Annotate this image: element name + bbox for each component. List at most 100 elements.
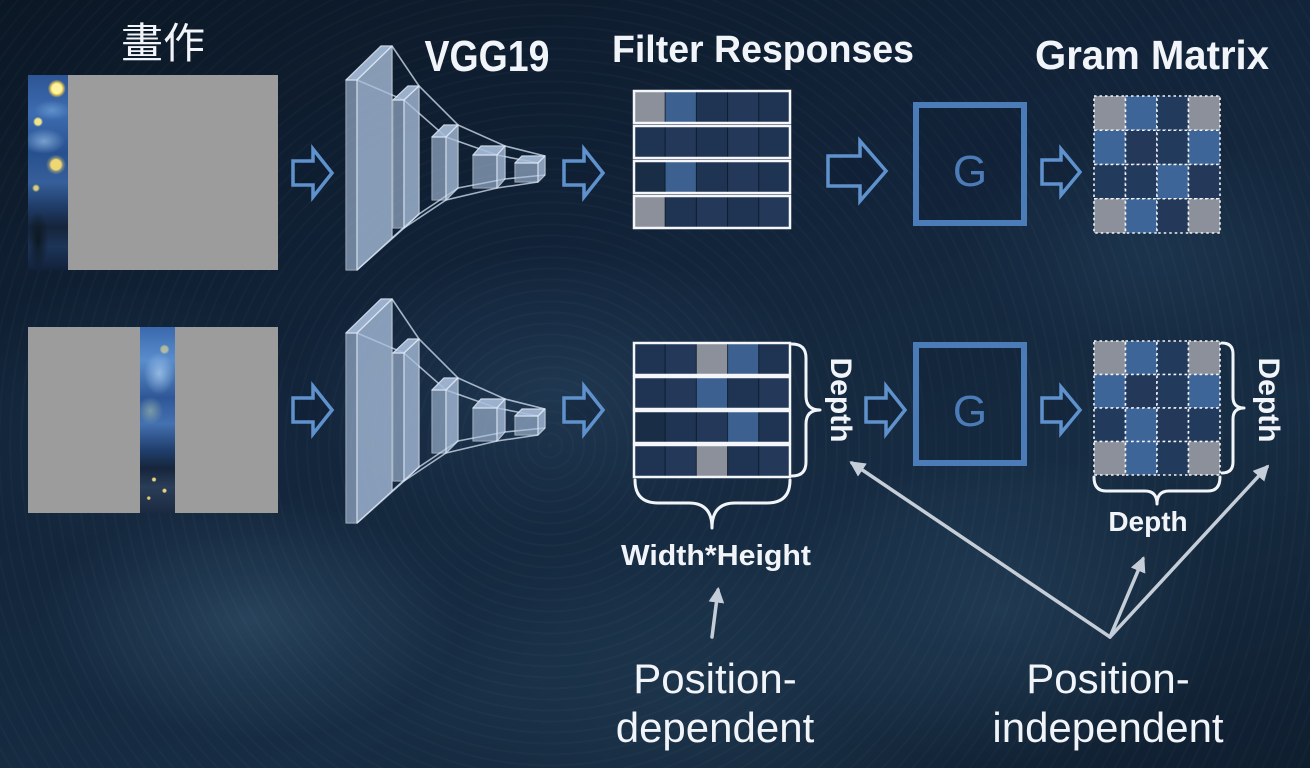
gram-matrix-cell [1187, 373, 1221, 409]
flow-arrow-icon [562, 380, 606, 440]
gram-matrix-cell [1093, 407, 1127, 443]
flow-arrow-icon [562, 143, 606, 203]
gram-matrix-cell [1187, 197, 1221, 234]
filter-response-cell [633, 342, 666, 376]
layer-side-face [496, 398, 506, 442]
gram-matrix-cell [1156, 373, 1190, 409]
filter-response-row [632, 443, 792, 479]
filter-response-cell [633, 444, 666, 478]
gram-operator-box [913, 342, 1027, 466]
layer-side-face [496, 145, 506, 189]
filter-response-cell [695, 90, 729, 124]
gram-operator-bottom: G [913, 342, 1027, 466]
layer-side-face [537, 408, 546, 436]
pointer-arrow-independent-filter [849, 461, 1112, 639]
position-dependent-line-1: Position- [633, 655, 796, 702]
starry-night-strip-bottom [140, 327, 175, 513]
filter-response-cell [664, 444, 697, 478]
filter-response-cell [664, 376, 697, 410]
vgg-layer-3 [431, 377, 459, 454]
filter-response-cell [695, 125, 729, 159]
flow-arrow-icon [291, 143, 335, 203]
filter-response-row [632, 124, 792, 160]
filter-response-cell [695, 410, 729, 444]
depth-brace-gram-bottom [1092, 475, 1222, 506]
vgg-layer-2 [392, 338, 420, 482]
gram-matrix-cell [1187, 95, 1221, 132]
flow-arrow-icon [826, 136, 889, 206]
vgg-layer-1 [345, 45, 393, 271]
gram-matrix-cell [1156, 407, 1190, 443]
gram-matrix-cell [1156, 163, 1190, 200]
filter-response-cell [758, 342, 791, 376]
filter-response-cell [758, 195, 791, 229]
filter-response-cell [727, 342, 760, 376]
filter-response-cell [633, 195, 666, 229]
filter-response-cell [695, 160, 729, 194]
flow-arrow-icon [291, 380, 335, 440]
vgg-layer-5 [514, 155, 546, 183]
gram-matrix-cell [1124, 373, 1158, 409]
layer-side-face [356, 298, 393, 524]
layer-front-face [514, 162, 539, 183]
vgg19-network-top [345, 45, 546, 271]
layer-front-face [472, 154, 498, 189]
vgg-layer-4 [472, 398, 506, 442]
painting-panel-bottom [28, 327, 278, 513]
gram-operator-top: G [913, 102, 1027, 226]
gram-matrix-top [1093, 95, 1221, 234]
depth-label-gram-right: Depth [1252, 358, 1285, 443]
gram-matrix-cell [1093, 129, 1127, 166]
gram-matrix-cell [1187, 340, 1221, 376]
filter-response-cell [758, 410, 791, 444]
filter-response-cell [695, 342, 729, 376]
filter-response-cell [727, 125, 760, 159]
network-title: VGG19 [425, 32, 550, 81]
depth-brace-gram-right [1220, 341, 1246, 475]
depth-label-gram-bottom: Depth [1108, 506, 1187, 537]
gram-matrix-cell [1187, 407, 1221, 443]
layer-side-face [403, 338, 420, 482]
layer-side-face [445, 377, 459, 454]
vgg-layer-2 [392, 85, 420, 229]
position-dependent-line-2: dependent [616, 704, 815, 751]
gram-matrix-cell [1156, 440, 1190, 476]
width-height-brace [633, 478, 792, 530]
gram-matrix-cell [1187, 163, 1221, 200]
filter-response-row [632, 341, 792, 377]
filter-response-cell [633, 410, 666, 444]
gram-matrix-cell [1093, 163, 1127, 200]
filter-response-cell [664, 90, 697, 124]
filter-response-cell [664, 160, 697, 194]
painting-title: 畫作 [121, 19, 205, 68]
layer-front-face [431, 136, 447, 201]
pointer-arrow-independent-gram-bottom [1108, 556, 1146, 639]
filter-response-cell [758, 160, 791, 194]
gram-matrix-cell [1124, 163, 1158, 200]
depth-label-filter: Depth [824, 358, 857, 443]
filter-response-cell [664, 410, 697, 444]
gram-matrix-bottom [1093, 340, 1221, 476]
layer-front-face [345, 332, 358, 524]
layer-side-face [403, 85, 420, 229]
gram-matrix-cell [1124, 407, 1158, 443]
gram-operator-box [913, 102, 1027, 226]
filter-responses-title: Filter Responses [612, 29, 914, 71]
pointer-arrow-independent-gram-right [1108, 464, 1270, 639]
filter-response-cell [633, 160, 666, 194]
layer-front-face [431, 389, 447, 454]
pointer-arrow-dependent [708, 586, 725, 639]
filter-responses-top [632, 89, 792, 230]
gram-matrix-cell [1124, 95, 1158, 132]
layer-front-face [392, 99, 405, 229]
position-independent-line-1: Position- [1026, 655, 1189, 702]
filter-response-cell [758, 444, 791, 478]
width-height-label: Width*Height [621, 540, 811, 572]
filter-response-cell [727, 376, 760, 410]
gram-matrix-cell [1156, 95, 1190, 132]
filter-response-cell [758, 125, 791, 159]
filter-response-cell [727, 195, 760, 229]
gram-matrix-cell [1187, 440, 1221, 476]
